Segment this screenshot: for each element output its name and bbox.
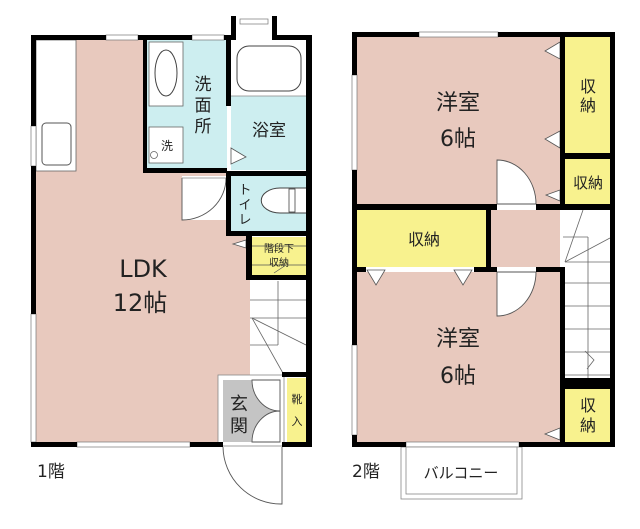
walls-1f — [31, 16, 312, 447]
shoe-closet-label-1: 靴 — [292, 392, 303, 406]
bath-door-icon — [230, 147, 247, 165]
closet-middle-door-strip — [366, 267, 474, 272]
washbasin-icon — [154, 49, 178, 97]
ldk-left-window-1 — [30, 125, 37, 167]
western-room-north-label: 洋室 — [436, 91, 480, 116]
ldk-size: 12帖 — [113, 289, 168, 317]
closet-middle-floor — [357, 210, 486, 267]
washroom-label-3: 所 — [195, 117, 212, 137]
closet-middle-door-icon-1 — [366, 269, 386, 286]
ldk-bottom-window — [76, 441, 191, 448]
closet-ne-large-floor — [565, 37, 610, 153]
hall-door-swing-icon — [181, 177, 227, 221]
floor-2-plan: 洋室 6帖 収 納 収納 収納 洋室 6帖 収 納 バルコニー 2階 — [351, 31, 615, 500]
entrance-label-2: 関 — [230, 416, 248, 437]
under-stair-storage-floor — [252, 237, 306, 275]
bathtub-icon — [236, 45, 302, 92]
balcony-inner — [405, 446, 518, 495]
shoe-closet-floor — [287, 378, 307, 444]
under-stair-storage-label-2: 収納 — [269, 256, 289, 269]
stairs-2f — [565, 210, 610, 380]
western-room-north-size: 6帖 — [440, 127, 476, 152]
closet-middle-label: 収納 — [408, 230, 440, 249]
walls-2f — [352, 32, 615, 447]
closet-ne-small-label: 収納 — [573, 174, 603, 192]
bath-label: 浴室 — [252, 121, 286, 141]
balcony-label: バルコニー — [424, 464, 499, 482]
closet-middle-door-icon-2 — [453, 269, 473, 286]
closet-ne-small-floor — [565, 159, 610, 204]
closet-se-label-2: 納 — [580, 416, 596, 435]
floor-2-label: 2階 — [352, 462, 380, 482]
washroom-label-1: 洗 — [195, 75, 212, 95]
south-room-bottom-window — [405, 441, 520, 448]
western-room-south-label: 洋室 — [436, 327, 480, 352]
entrance-label-1: 玄 — [230, 394, 248, 415]
north-room-door-swing-icon — [496, 159, 537, 205]
floor-1-plan: LDK 12帖 洗 面 所 洗 浴室 ト イ レ 階段下 収納 玄 関 靴 入 … — [30, 16, 312, 505]
washroom-label-2: 面 — [195, 96, 212, 116]
front-door-swing-icon — [222, 446, 283, 505]
toilet-label-1: ト — [238, 183, 251, 198]
ldk-left-window-2 — [30, 313, 37, 443]
western-room-south-floor — [357, 272, 560, 442]
north-room-top-window — [418, 31, 499, 38]
under-stair-storage-label-1: 階段下 — [264, 242, 294, 255]
toilet-bowl-icon — [260, 187, 306, 214]
shoe-closet-label-2: 入 — [292, 415, 303, 428]
entrance-double-door-icon — [251, 379, 281, 443]
kitchen-sink-icon — [41, 122, 72, 166]
washer-drain-icon — [150, 151, 158, 159]
toilet-label-3: レ — [238, 213, 251, 228]
hallway-2f-floor — [491, 210, 560, 267]
floor-1-label: 1階 — [37, 462, 65, 482]
closet-se-floor — [565, 389, 610, 442]
closet-ne-large-label-1: 収 — [580, 77, 596, 96]
ldk-floor — [36, 40, 250, 442]
western-room-south-size: 6帖 — [440, 364, 476, 389]
south-room-door-swing-icon — [496, 271, 537, 317]
toilet-label-2: イ — [238, 198, 251, 213]
washer-label: 洗 — [161, 139, 173, 153]
washroom-window — [191, 34, 225, 41]
closet-ne-large-label-2: 納 — [580, 96, 596, 115]
north-room-left-window — [351, 74, 358, 171]
ldk-top-window — [105, 34, 139, 41]
ldk-label: LDK — [119, 255, 168, 283]
closet-se-label-1: 収 — [580, 396, 596, 415]
bath-window — [239, 18, 269, 25]
south-room-left-window — [351, 344, 358, 436]
